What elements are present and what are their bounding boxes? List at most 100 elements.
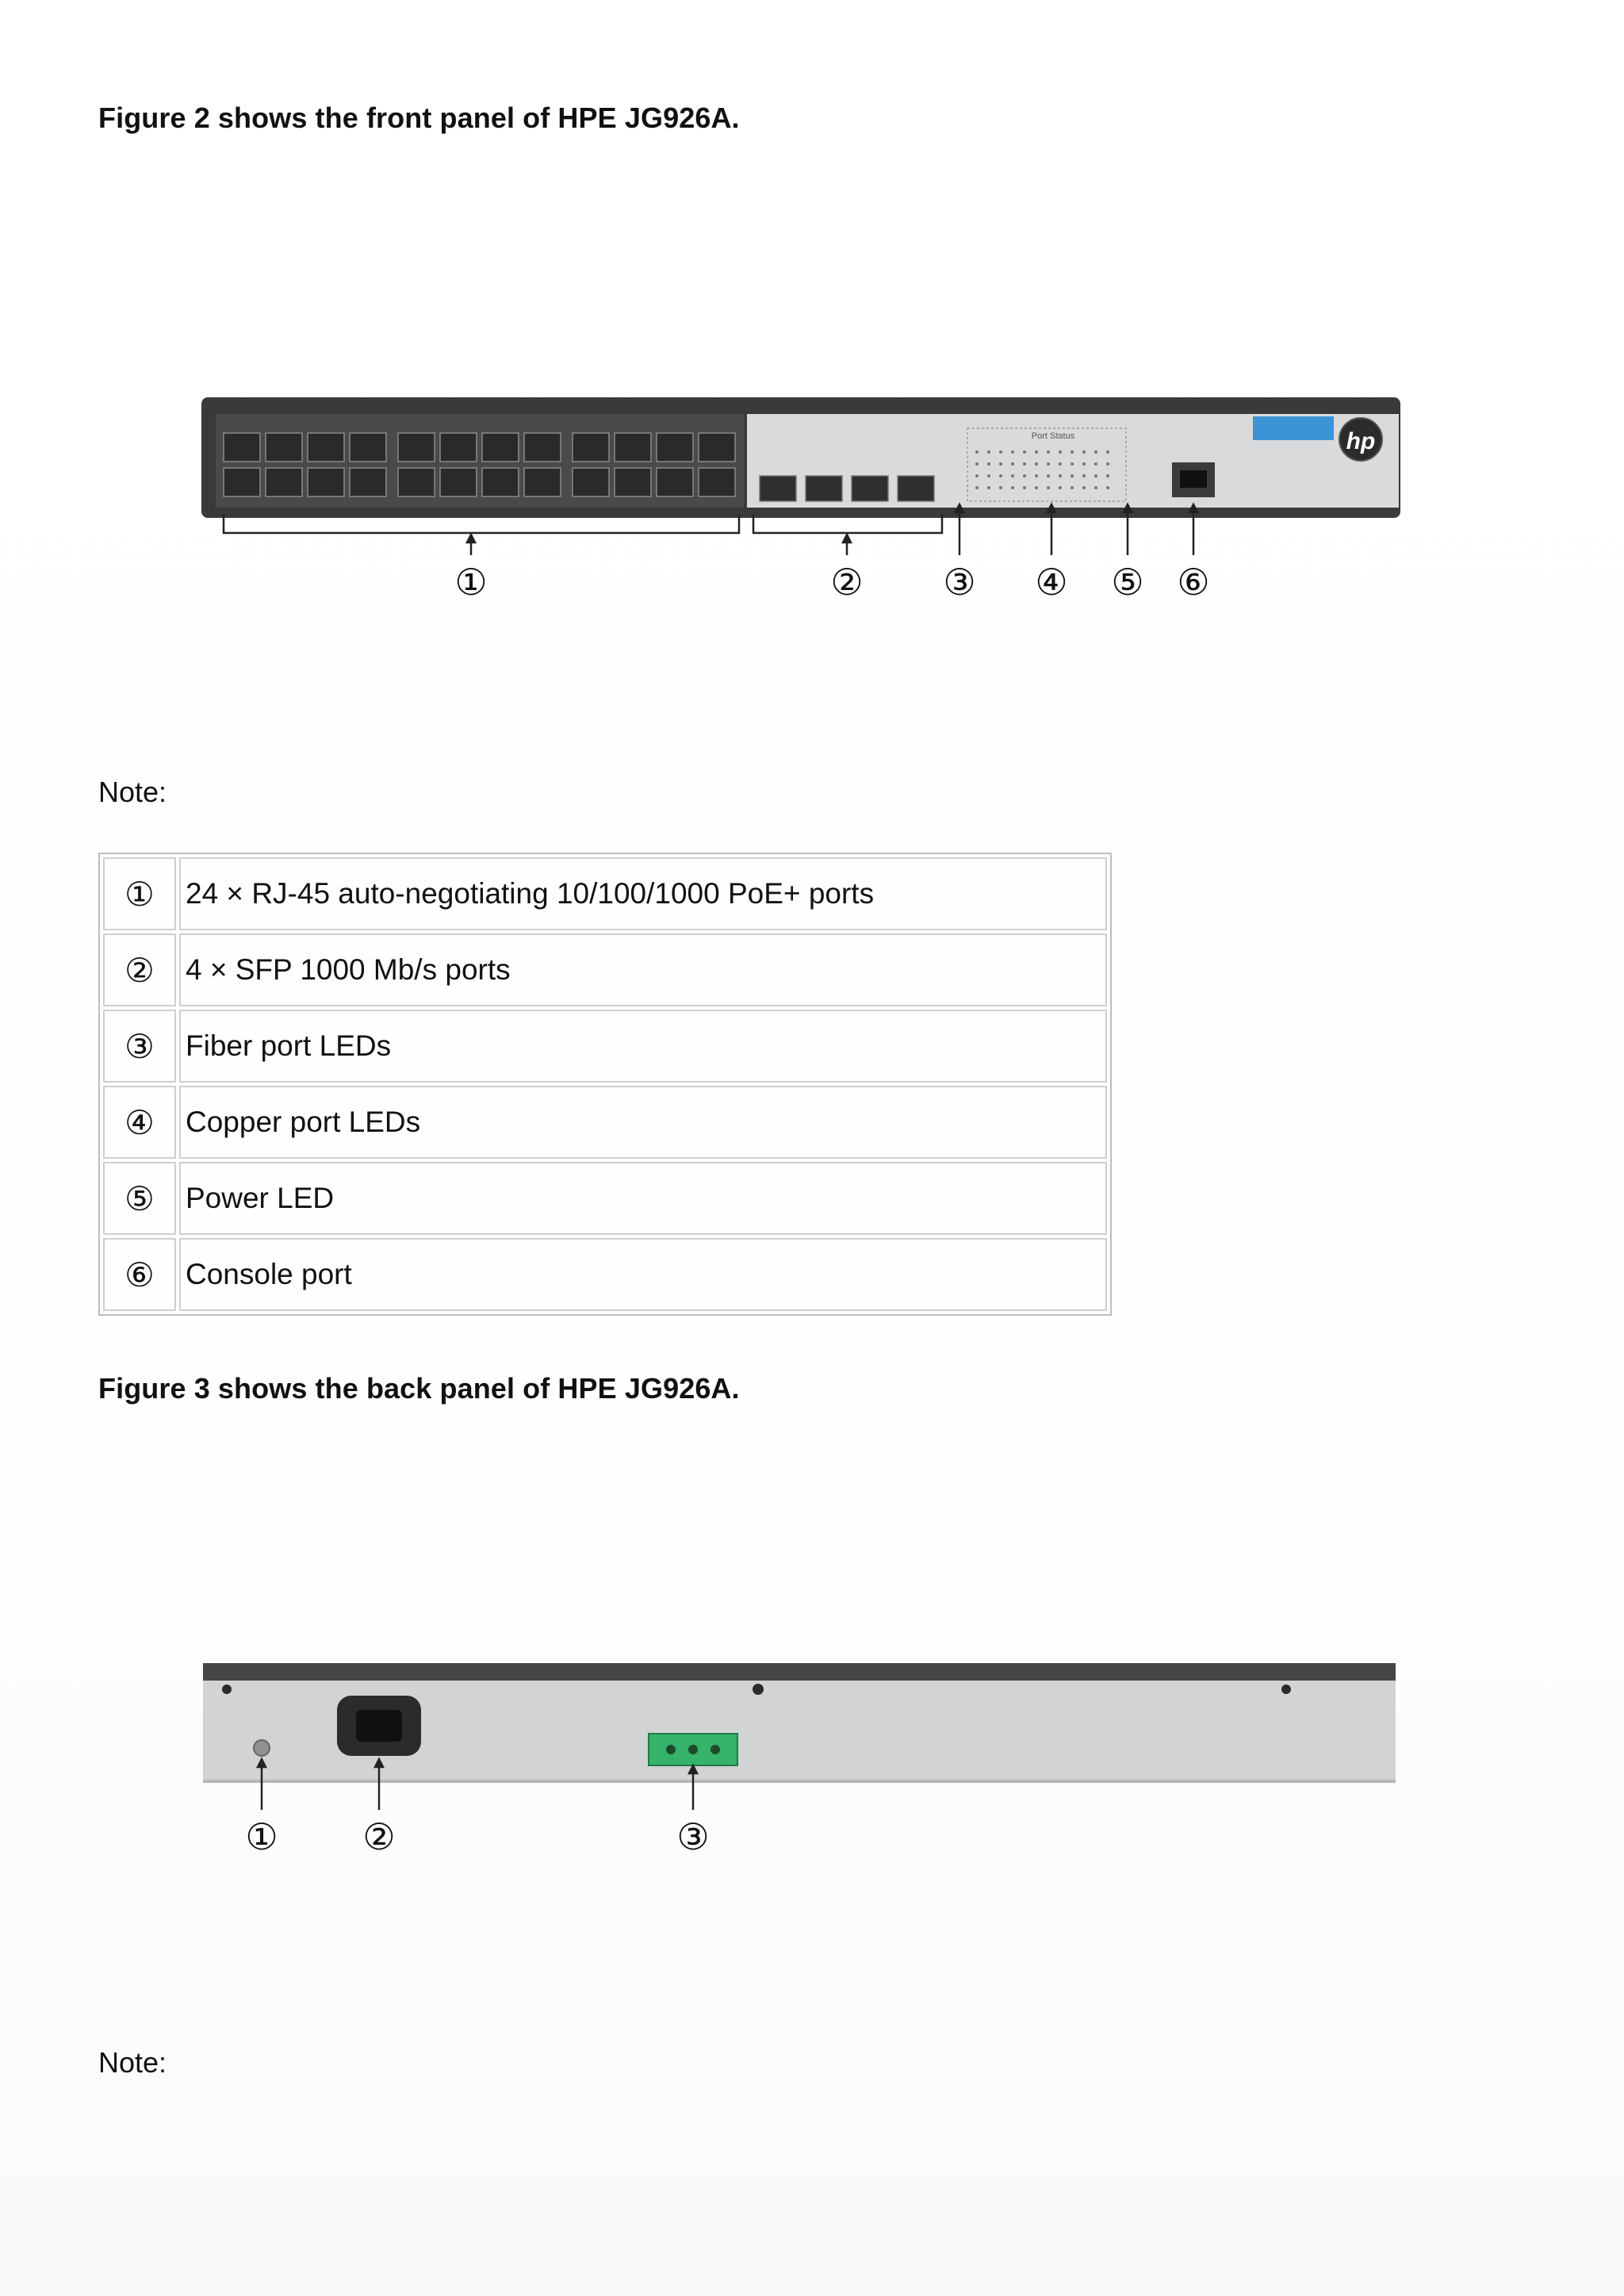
led-dot bbox=[999, 474, 1002, 477]
bracket-2 bbox=[752, 514, 944, 535]
back-panel-figure: ① ② ③ bbox=[203, 1663, 1396, 1858]
led-dot bbox=[1035, 462, 1038, 466]
rj45-port bbox=[223, 467, 261, 497]
callout-2: ② bbox=[830, 561, 863, 604]
led-panel bbox=[967, 427, 1127, 502]
back-callout-1: ① bbox=[245, 1815, 278, 1858]
rj45-port bbox=[656, 467, 694, 497]
rj45-port bbox=[349, 432, 387, 462]
back-callout-2: ② bbox=[362, 1815, 395, 1858]
led-dot bbox=[987, 450, 990, 454]
led-dot bbox=[1094, 450, 1097, 454]
rj45-port bbox=[307, 432, 345, 462]
rj45-port bbox=[656, 432, 694, 462]
port-status-label: Port Status bbox=[1032, 431, 1075, 441]
led-dot bbox=[999, 486, 1002, 489]
back-arrows bbox=[255, 1757, 699, 1810]
rj45-port bbox=[481, 467, 519, 497]
led-dot bbox=[1071, 474, 1074, 477]
rj45-port bbox=[439, 432, 477, 462]
rj45-port bbox=[307, 467, 345, 497]
led-dot bbox=[1023, 474, 1026, 477]
sfp-port bbox=[897, 475, 935, 502]
rj45-port bbox=[265, 467, 303, 497]
led-dot bbox=[1094, 462, 1097, 466]
legend-number: ② bbox=[103, 933, 176, 1006]
back-chassis-top bbox=[203, 1663, 1396, 1681]
sfp-port bbox=[805, 475, 843, 502]
led-dot bbox=[1059, 462, 1062, 466]
led-dot bbox=[1106, 450, 1109, 454]
screw-2 bbox=[753, 1684, 764, 1695]
rj45-port bbox=[614, 432, 652, 462]
callout-1: ① bbox=[454, 561, 487, 604]
led-dot bbox=[1082, 450, 1086, 454]
led-dot bbox=[999, 462, 1002, 466]
led-dot bbox=[975, 450, 979, 454]
led-dot bbox=[975, 462, 979, 466]
legend-number: ⑤ bbox=[103, 1162, 176, 1235]
legend-description: Console port bbox=[179, 1238, 1107, 1311]
svg-text:hp: hp bbox=[1346, 428, 1376, 454]
note-label: Note: bbox=[98, 776, 167, 808]
rj45-port bbox=[223, 432, 261, 462]
led-dot bbox=[1071, 486, 1074, 489]
led-dot bbox=[987, 486, 990, 489]
led-dot bbox=[1094, 486, 1097, 489]
rj45-port bbox=[698, 432, 736, 462]
bracket-1 bbox=[222, 514, 741, 535]
led-dot bbox=[1035, 450, 1038, 454]
grounding-screw bbox=[253, 1739, 270, 1757]
product-badge bbox=[1253, 416, 1334, 440]
led-dot bbox=[1011, 450, 1014, 454]
led-dot bbox=[1047, 462, 1050, 466]
note-label-2: Note: bbox=[98, 2046, 167, 2079]
led-dot bbox=[1023, 462, 1026, 466]
legend-description: Power LED bbox=[179, 1162, 1107, 1235]
callout-4: ④ bbox=[1035, 561, 1067, 604]
led-dot bbox=[1047, 450, 1050, 454]
led-dot bbox=[1071, 450, 1074, 454]
led-dot bbox=[1059, 486, 1062, 489]
led-dots bbox=[975, 450, 1109, 489]
led-dot bbox=[1011, 474, 1014, 477]
led-dot bbox=[1082, 474, 1086, 477]
screw-3 bbox=[1281, 1685, 1291, 1694]
led-dot bbox=[987, 474, 990, 477]
led-dot bbox=[987, 462, 990, 466]
rj45-port bbox=[439, 467, 477, 497]
led-dot bbox=[1071, 462, 1074, 466]
led-dot bbox=[1106, 462, 1109, 466]
rj45-port bbox=[481, 432, 519, 462]
led-dot bbox=[1094, 474, 1097, 477]
rj45-port bbox=[265, 432, 303, 462]
rj45-port bbox=[523, 432, 561, 462]
led-dot bbox=[1059, 474, 1062, 477]
rj45-port bbox=[614, 467, 652, 497]
led-dot bbox=[1011, 462, 1014, 466]
front-panel-figure: Port Status hp ① ② ③ ④ ⑤ ⑥ bbox=[201, 397, 1400, 604]
sfp-port bbox=[851, 475, 889, 502]
sfp-ports bbox=[759, 475, 935, 502]
figure-3-heading: Figure 3 shows the back panel of HPE JG9… bbox=[98, 1372, 740, 1405]
legend-description: 24 × RJ-45 auto-negotiating 10/100/1000 … bbox=[179, 857, 1107, 930]
rj45-port bbox=[698, 467, 736, 497]
led-dot bbox=[1082, 486, 1086, 489]
callout-3: ③ bbox=[943, 561, 975, 604]
led-dot bbox=[975, 474, 979, 477]
led-dot bbox=[1047, 486, 1050, 489]
led-dot bbox=[999, 450, 1002, 454]
led-dot bbox=[975, 486, 979, 489]
rj45-port bbox=[523, 467, 561, 497]
rj45-port bbox=[349, 467, 387, 497]
rj45-ports bbox=[223, 432, 736, 497]
figure-2-heading: Figure 2 shows the front panel of HPE JG… bbox=[98, 102, 740, 134]
front-arrows bbox=[465, 502, 1200, 555]
led-dot bbox=[1011, 486, 1014, 489]
